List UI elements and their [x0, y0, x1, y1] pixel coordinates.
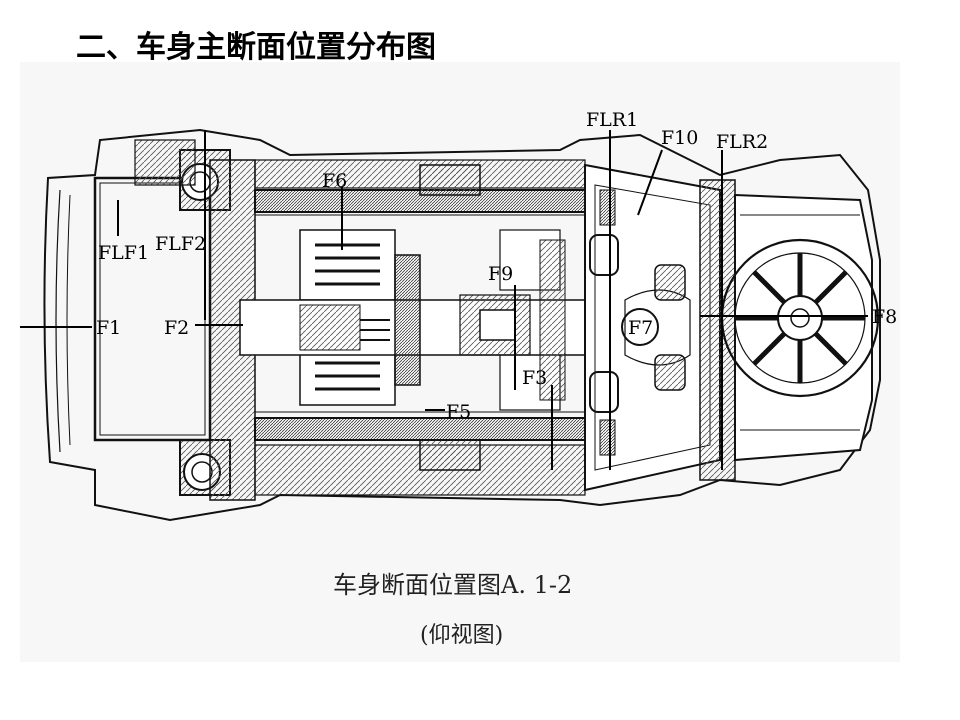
label-flf2: FLF2 — [155, 233, 206, 255]
label-f5: F5 — [446, 401, 471, 423]
label-f8: F8 — [872, 306, 897, 328]
rear-floor — [584, 163, 736, 492]
label-f7: F7 — [628, 317, 653, 339]
spare-wheel-well — [720, 193, 880, 462]
figure-caption: 车身断面位置图A. 1-2 — [333, 571, 573, 599]
label-f3: F3 — [522, 367, 547, 389]
label-flf1: FLF1 — [98, 242, 149, 264]
section-lines — [20, 130, 868, 470]
section-labels: FLR1 F10 FLR2 F6 FLF1 FLF2 F9 F1 F2 F7 F… — [96, 109, 897, 423]
label-flr1: FLR1 — [586, 109, 638, 131]
label-f6: F6 — [322, 170, 347, 192]
label-flr2: FLR2 — [716, 131, 768, 153]
label-f9: F9 — [488, 263, 513, 285]
label-f10: F10 — [661, 127, 698, 149]
label-f1: F1 — [96, 317, 121, 339]
front-structure — [93, 139, 256, 501]
label-f2: F2 — [164, 317, 189, 339]
body-outline — [43, 128, 881, 522]
figure-subcaption: (仰视图) — [420, 623, 504, 648]
slide-title: 二、车身主断面位置分布图 — [76, 30, 436, 65]
center-tunnel — [239, 239, 601, 401]
